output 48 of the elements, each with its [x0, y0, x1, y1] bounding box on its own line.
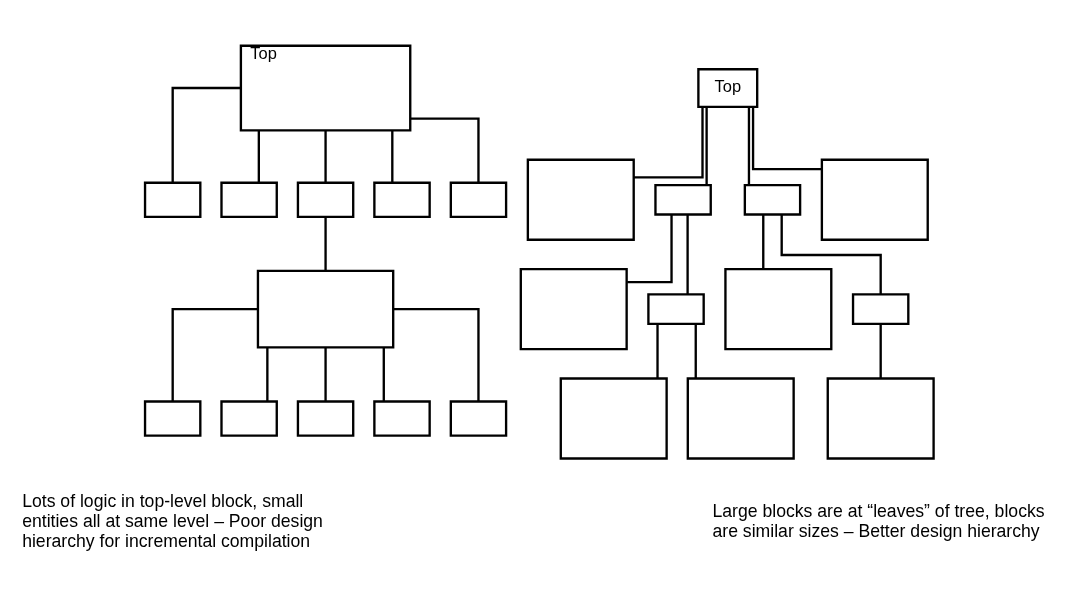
- node-box: [724, 268, 833, 351]
- node-box: [851, 293, 910, 326]
- node-box: [220, 400, 278, 437]
- node-box: [449, 400, 508, 437]
- node-box: [296, 400, 355, 437]
- connector: [633, 107, 704, 179]
- node-box: Top: [239, 44, 412, 132]
- node-box: [743, 183, 802, 216]
- connector: [382, 347, 385, 401]
- connector: [627, 214, 673, 284]
- connector: [324, 347, 327, 401]
- node-box: [296, 181, 355, 218]
- connector: [780, 214, 882, 295]
- connector: [266, 347, 269, 401]
- connector: [257, 130, 260, 183]
- label: Lots of logic in top-level block, small entities all at same level – Poor design hierarchy for incremental compilation: [22, 490, 323, 551]
- node-box: [519, 268, 628, 351]
- connector: [656, 323, 659, 379]
- node-box: [559, 377, 668, 460]
- connector: [751, 106, 822, 171]
- node-box: [373, 400, 431, 437]
- connector: [747, 107, 751, 185]
- label: Large blocks are at “leaves” of tree, blocks are similar sizes – Better design hierarchy: [712, 500, 1045, 541]
- connector: [391, 130, 394, 183]
- connector: [393, 307, 480, 402]
- node-box: [647, 293, 705, 326]
- connector: [762, 214, 765, 269]
- node-box: [220, 181, 278, 218]
- node-box: [449, 181, 508, 218]
- connector: [686, 214, 689, 295]
- node-box: [373, 181, 431, 218]
- node-box: [143, 181, 202, 218]
- connector: [879, 323, 882, 379]
- connector: [171, 86, 241, 183]
- connector: [171, 307, 258, 402]
- node-box: [686, 377, 795, 460]
- node-box: [143, 400, 202, 437]
- connector: [324, 130, 327, 183]
- connector: [410, 117, 480, 183]
- connector: [324, 216, 327, 271]
- node-box: [654, 183, 712, 216]
- node-box: Top: [697, 68, 759, 109]
- node-box: [256, 269, 395, 349]
- node-box: [826, 377, 935, 460]
- connector: [705, 107, 708, 185]
- node-box: [526, 158, 635, 241]
- node-box: [820, 158, 929, 241]
- connector: [694, 323, 697, 379]
